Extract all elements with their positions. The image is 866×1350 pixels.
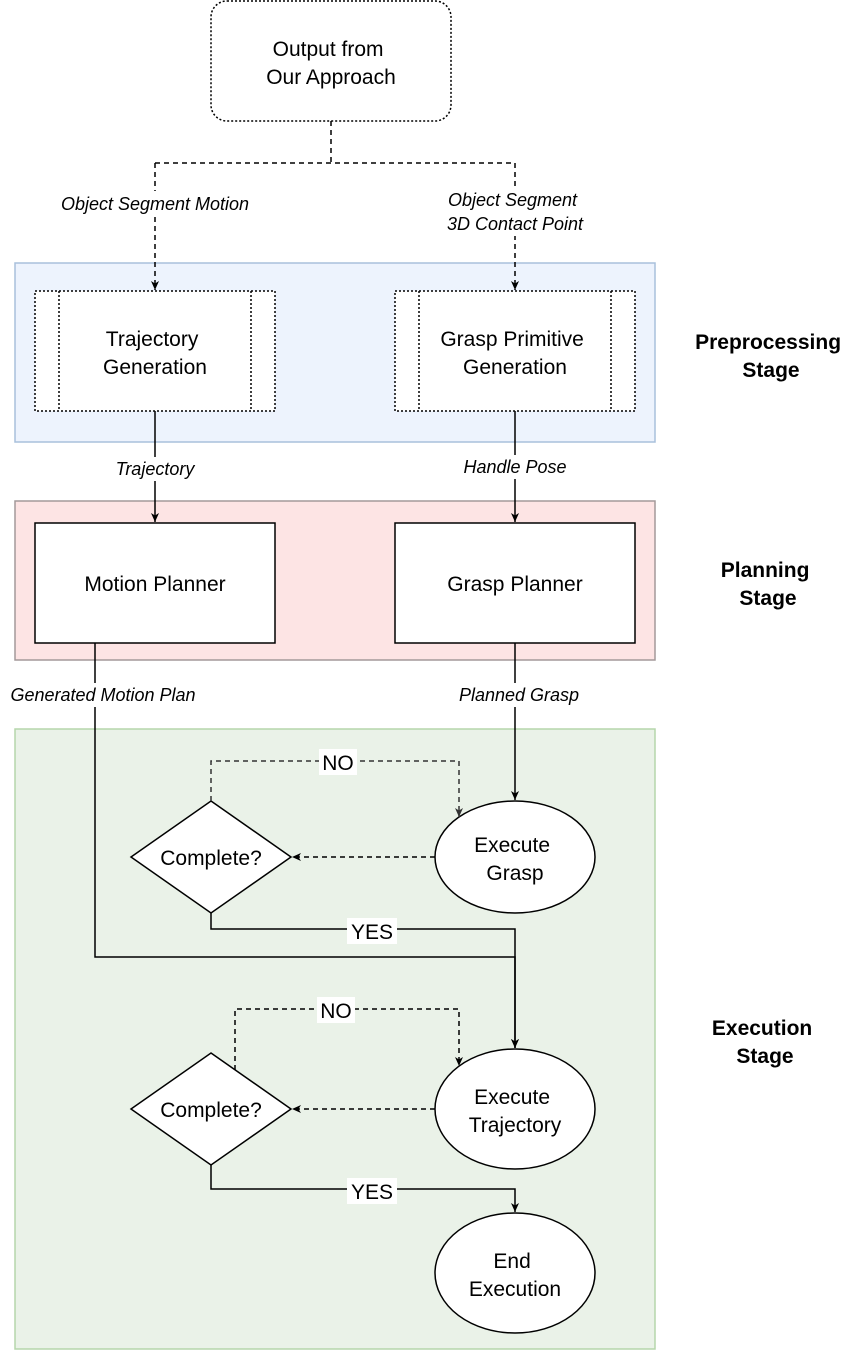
- label-no-1: NO: [322, 752, 354, 775]
- label-bg-no-1: [319, 749, 357, 775]
- trajectory-generation-label: Trajectory Generation: [103, 328, 207, 379]
- execute-trajectory-node: [434, 1048, 596, 1170]
- grasp-planner-node: [394, 522, 636, 644]
- planning-stage-label: Planning Stage: [721, 559, 816, 610]
- preprocessing-stage-label: Preprocessing Stage: [695, 331, 847, 382]
- label-bg-no-2: [317, 997, 355, 1023]
- motion-planner-node: [34, 522, 276, 644]
- edge-output-split: [155, 121, 515, 164]
- motion-planner-label: Motion Planner: [84, 573, 225, 596]
- label-yes-1: YES: [351, 921, 393, 944]
- complete-decision-2-label: Complete?: [160, 1099, 262, 1122]
- end-execution-label: End Execution: [469, 1250, 561, 1301]
- grasp-planner-label: Grasp Planner: [447, 573, 582, 596]
- execution-stage-label: Execution Stage: [712, 1017, 818, 1068]
- output-node-label: Output from Our Approach: [266, 38, 396, 89]
- label-trajectory: Trajectory: [116, 459, 196, 479]
- grasp-primitive-generation-node: Grasp Primitive Generation: [394, 290, 636, 412]
- execute-grasp-node: [434, 800, 596, 914]
- label-bg-object-segment-contact: [440, 186, 592, 236]
- execute-grasp-label: Execute Grasp: [474, 834, 556, 885]
- label-bg-object-segment-motion: [50, 191, 260, 215]
- label-yes-2: YES: [351, 1181, 393, 1204]
- label-no-2: NO: [320, 1000, 352, 1023]
- trajectory-generation-node: Trajectory Generation: [34, 290, 276, 412]
- label-bg-handle-pose: [456, 455, 574, 479]
- output-node: [210, 0, 452, 122]
- label-handle-pose: Handle Pose: [463, 457, 566, 477]
- label-object-segment-contact: Object Segment 3D Contact Point: [447, 190, 584, 234]
- label-bg-yes-2: [347, 1178, 397, 1204]
- label-bg-generated-motion-plan: [0, 683, 206, 707]
- label-planned-grasp: Planned Grasp: [459, 685, 579, 705]
- label-object-segment-motion: Object Segment Motion: [61, 194, 249, 214]
- label-bg-yes-1: [347, 918, 397, 944]
- label-bg-planned-grasp: [451, 683, 587, 707]
- label-generated-motion-plan: Generated Motion Plan: [10, 685, 195, 705]
- complete-decision-1-label: Complete?: [160, 847, 262, 870]
- label-bg-trajectory: [108, 457, 202, 481]
- end-execution-node: [434, 1212, 596, 1334]
- execute-trajectory-label: Execute Trajectory: [469, 1086, 562, 1137]
- grasp-primitive-generation-label: Grasp Primitive Generation: [440, 328, 589, 379]
